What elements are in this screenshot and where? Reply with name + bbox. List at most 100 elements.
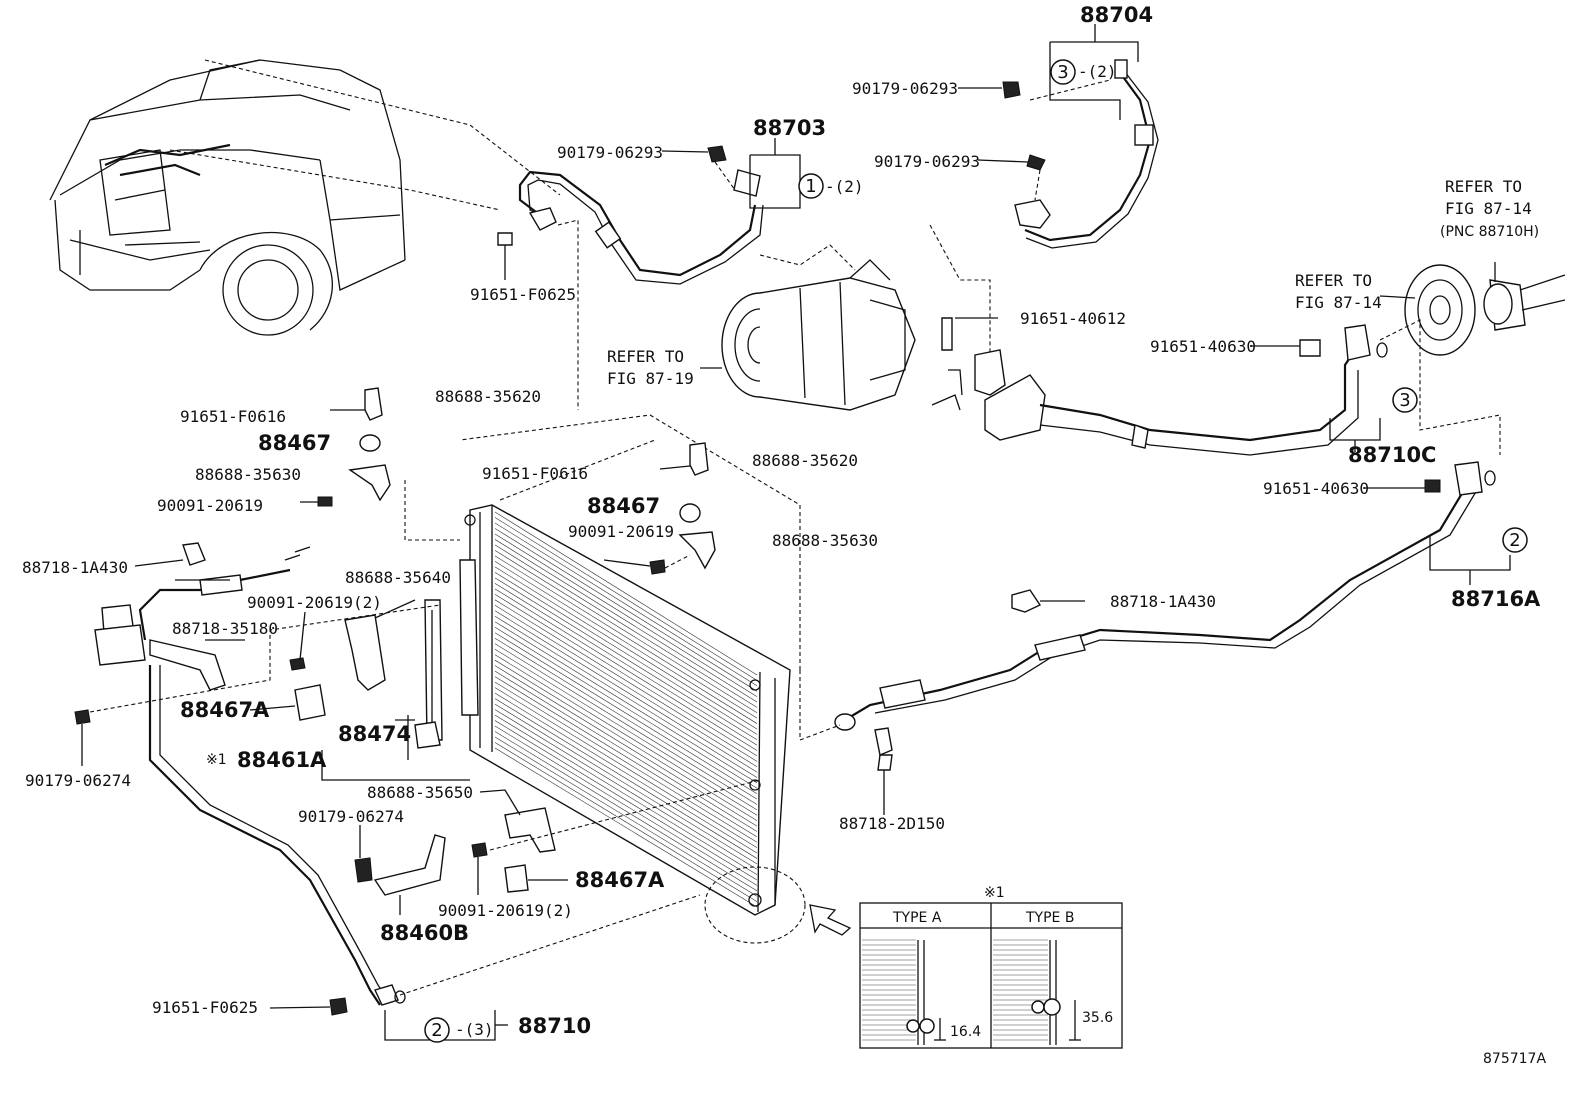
inset-fins-type-a (862, 939, 916, 1041)
hose-88703 (497, 138, 801, 410)
label-88460B: 88460B (380, 921, 469, 945)
condenser-fin-line (494, 637, 758, 800)
label-88688-35640: 88688-35640 (345, 568, 451, 587)
condenser-fin-line (494, 632, 758, 794)
condenser (424, 504, 852, 944)
label-90179-06274-left: 90179-06274 (25, 771, 131, 790)
label-88718-1A430-right: 88718-1A430 (1110, 592, 1216, 611)
label-88467A-right: 88467A (575, 868, 665, 892)
condenser-fin-line (494, 687, 758, 848)
label-91651-40630-top: 91651-40630 (1150, 337, 1256, 356)
condenser-fin-line (494, 533, 758, 697)
condenser-fin-line (494, 544, 758, 708)
label-91651-F0625-top: 91651-F0625 (470, 285, 576, 304)
label-90179-06274-lower: 90179-06274 (298, 807, 404, 826)
refer-87-14b-1: REFER TO (1445, 177, 1522, 196)
leader-lines (169, 59, 561, 211)
bracket-88688-35640 (249, 599, 470, 781)
condenser-fins (494, 511, 758, 908)
condenser-fin-line (494, 588, 758, 751)
condenser-fin-line (494, 714, 758, 875)
hose-88704 (958, 24, 1159, 249)
inset-mark: ※1 (984, 885, 1005, 901)
condenser-fin-line (494, 522, 758, 687)
condenser-fin-line (494, 742, 758, 902)
label-88467-left: 88467 (258, 431, 331, 455)
label-91651-40630-right: 91651-40630 (1263, 479, 1369, 498)
qty-88704: -(2) (1078, 62, 1117, 81)
mark-x1: ※1 (206, 752, 227, 768)
part-labels: 88704 -(2) 90179-06293 88703 90179-06293… (22, 3, 1546, 1067)
condenser-fin-line (494, 517, 758, 681)
inset-fins-type-b (993, 939, 1048, 1041)
condenser-fin-line (494, 720, 758, 881)
clip-88718-2D150 (874, 727, 893, 815)
condenser-fin-line (494, 528, 758, 692)
condenser-fin-line (494, 665, 758, 827)
label-88688-35630-right: 88688-35630 (772, 531, 878, 550)
condenser-fin-line (494, 610, 758, 773)
condenser-fin-line (494, 616, 758, 778)
label-90091-20619-right: 90091-20619 (568, 522, 674, 541)
label-90179-06293-left: 90179-06293 (557, 143, 663, 162)
condenser-fin-line (494, 627, 758, 789)
condenser-fin-line (494, 648, 758, 811)
label-88688-35630-left: 88688-35630 (195, 465, 301, 484)
condenser-fin-line (494, 681, 758, 843)
left-brackets (300, 387, 716, 575)
qty-88703: -(2) (825, 177, 864, 196)
circled-numbers: 1 3 3 2 2 (424, 59, 1528, 1043)
label-88703: 88703 (753, 116, 826, 140)
condenser-fin-line (494, 731, 758, 892)
refer-87-19-2: FIG 87-19 (607, 369, 694, 388)
condenser-fin-line (494, 692, 758, 854)
condenser-fin-line (494, 594, 758, 757)
condenser-fin-line (494, 511, 758, 676)
inset-table (859, 902, 1123, 1049)
label-90091-20619-2-left: 90091-20619(2) (247, 593, 382, 612)
inset-type-a: TYPE A (892, 910, 942, 926)
label-88704: 88704 (1080, 3, 1153, 27)
label-88688-35620-left: 88688-35620 (435, 387, 541, 406)
label-88718-2D150: 88718-2D150 (839, 814, 945, 833)
refer-87-14a-1: REFER TO (1295, 271, 1372, 290)
circle-1: 1 (805, 176, 816, 197)
circle-2-right: 2 (1509, 530, 1520, 551)
condenser-fin-line (494, 583, 758, 746)
refer-87-14b-3: (PNC 88710H) (1440, 224, 1539, 240)
clip-88718-1A430-right (1011, 589, 1085, 613)
condenser-fin-line (494, 736, 758, 897)
circle-3-right: 3 (1399, 390, 1410, 411)
label-88716A: 88716A (1451, 587, 1541, 611)
label-88718-1A430-left: 88718-1A430 (22, 558, 128, 577)
label-90179-06293-mid: 90179-06293 (874, 152, 980, 171)
label-91651-F0616-right: 91651-F0616 (482, 464, 588, 483)
diagram-id: 875717A (1483, 1051, 1546, 1067)
inset-type-b: TYPE B (1025, 910, 1074, 926)
refer-87-14b-2: FIG 87-14 (1445, 199, 1532, 218)
lower-brackets (354, 779, 761, 915)
label-88718-35180: 88718-35180 (172, 619, 278, 638)
condenser-fin-line (494, 621, 758, 784)
label-88710C: 88710C (1348, 443, 1436, 467)
condenser-fin-line (494, 577, 758, 740)
label-90091-20619-left: 90091-20619 (157, 496, 263, 515)
label-88710: 88710 (518, 1014, 591, 1038)
condenser-fin-line (494, 659, 758, 821)
circle-3-top: 3 (1057, 62, 1068, 83)
label-91651-40612: 91651-40612 (1020, 309, 1126, 328)
condenser-fin-line (494, 670, 758, 832)
compressor (700, 244, 916, 411)
label-91651-F0625-bottom: 91651-F0625 (152, 998, 258, 1017)
condenser-fin-line (494, 566, 758, 730)
qty-88710: -(3) (455, 1020, 494, 1039)
label-88688-35650: 88688-35650 (367, 783, 473, 802)
suction-hose-88710C (929, 224, 1388, 456)
refer-87-14a-2: FIG 87-14 (1295, 293, 1382, 312)
discharge-line-88716A (459, 414, 1511, 741)
label-88467-right: 88467 (587, 494, 660, 518)
label-91651-F0616-left: 91651-F0616 (180, 407, 286, 426)
condenser-fin-line (494, 698, 758, 859)
inset-dim-b: 35.6 (1082, 1010, 1113, 1026)
compressor-clutch (1379, 262, 1566, 455)
